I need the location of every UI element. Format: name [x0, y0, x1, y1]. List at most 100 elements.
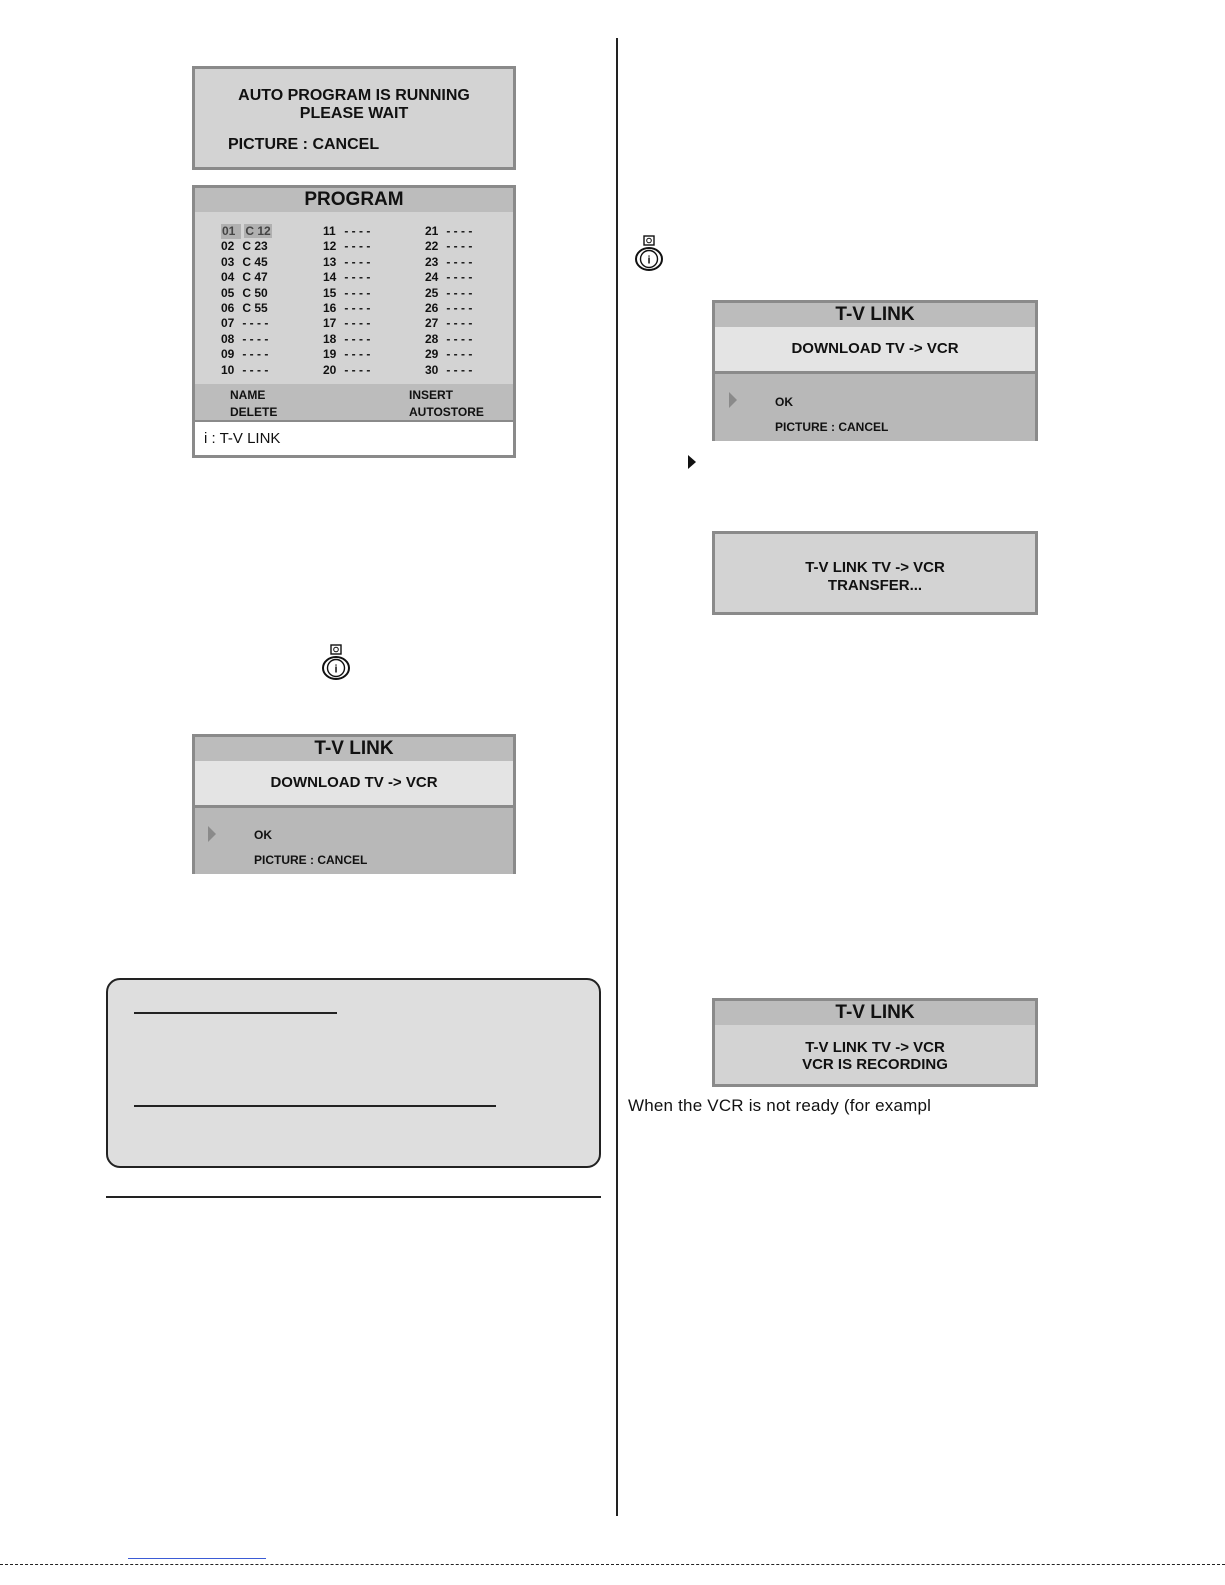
tvlink-title: T-V LINK: [195, 737, 513, 761]
ok-option[interactable]: OK: [254, 828, 272, 842]
program-row[interactable]: 16 - - - -: [323, 301, 433, 316]
cancel-option[interactable]: PICTURE : CANCEL: [775, 420, 889, 434]
program-row[interactable]: 30 - - - -: [425, 363, 535, 378]
program-channel: - - - -: [344, 362, 371, 377]
program-channel: - - - -: [242, 362, 269, 377]
program-number: 12: [323, 239, 337, 254]
program-row[interactable]: 07 - - - -: [221, 316, 331, 331]
program-channel: C 47: [242, 270, 268, 285]
program-number: 14: [323, 270, 337, 285]
program-channel: C 45: [242, 254, 268, 269]
program-number: 07: [221, 316, 235, 331]
program-channel: - - - -: [344, 316, 371, 331]
column-divider: [616, 38, 618, 1516]
program-row[interactable]: 23 - - - -: [425, 255, 535, 270]
recording-box: T-V LINK T-V LINK TV -> VCR VCR IS RECOR…: [712, 998, 1038, 1087]
program-number: 18: [323, 331, 337, 346]
program-number: 06: [221, 300, 235, 315]
footer-link-underline: [128, 1558, 266, 1559]
program-row[interactable]: 14 - - - -: [323, 270, 433, 285]
program-channel: C 23: [242, 239, 268, 254]
program-channel: - - - -: [446, 331, 473, 346]
program-row[interactable]: 19 - - - -: [323, 347, 433, 362]
program-row[interactable]: 01 C 12: [221, 224, 331, 240]
autostore-action[interactable]: AUTOSTORE: [409, 405, 484, 419]
info-button-icon: i: [322, 644, 350, 680]
tvlink-hint: i : T-V LINK: [204, 430, 281, 447]
program-channel: - - - -: [446, 239, 473, 254]
program-row[interactable]: 04 C 47: [221, 270, 331, 285]
program-row[interactable]: 11 - - - -: [323, 224, 433, 239]
recording-line2: VCR IS RECORDING: [802, 1056, 948, 1073]
program-row[interactable]: 18 - - - -: [323, 332, 433, 347]
section-divider: [106, 1196, 601, 1198]
program-row[interactable]: 27 - - - -: [425, 316, 535, 331]
program-number: 09: [221, 347, 235, 362]
transfer-box: T-V LINK TV -> VCR TRANSFER...: [712, 531, 1038, 615]
program-channel: - - - -: [344, 224, 371, 238]
auto-program-cancel-hint: PICTURE : CANCEL: [228, 136, 380, 153]
program-channel: - - - -: [344, 300, 371, 315]
program-number: 29: [425, 347, 439, 362]
note-box: [106, 978, 601, 1168]
auto-program-line1: AUTO PROGRAM IS RUNNING: [238, 87, 470, 104]
info-button-glyph: i: [647, 255, 650, 267]
program-number: 02: [221, 239, 235, 254]
recording-line1: T-V LINK TV -> VCR: [805, 1039, 945, 1056]
program-row[interactable]: 29 - - - -: [425, 347, 535, 362]
program-channel: C 12: [244, 224, 272, 238]
program-row[interactable]: 28 - - - -: [425, 332, 535, 347]
transfer-line2: TRANSFER...: [827, 577, 923, 594]
program-number: 17: [323, 316, 337, 331]
program-actions: NAME INSERT DELETE AUTOSTORE: [195, 384, 513, 422]
program-number: 24: [425, 270, 439, 285]
program-row[interactable]: 10 - - - -: [221, 363, 331, 378]
program-row[interactable]: 03 C 45: [221, 255, 331, 270]
program-row[interactable]: 12 - - - -: [323, 239, 433, 254]
program-row[interactable]: 17 - - - -: [323, 316, 433, 331]
program-number: 15: [323, 285, 337, 300]
name-action[interactable]: NAME: [230, 388, 266, 402]
program-channel: - - - -: [344, 254, 371, 269]
program-number: 21: [425, 224, 439, 238]
program-number: 11: [323, 224, 336, 238]
program-channel: - - - -: [446, 316, 473, 331]
program-number: 28: [425, 331, 439, 346]
program-number: 08: [221, 331, 235, 346]
program-row[interactable]: 02 C 23: [221, 239, 331, 254]
delete-action[interactable]: DELETE: [230, 405, 278, 419]
program-row[interactable]: 08 - - - -: [221, 332, 331, 347]
program-row[interactable]: 20 - - - -: [323, 363, 433, 378]
program-row[interactable]: 15 - - - -: [323, 286, 433, 301]
program-footer: i : T-V LINK: [195, 420, 513, 455]
cancel-option[interactable]: PICTURE : CANCEL: [254, 853, 368, 867]
program-row[interactable]: 09 - - - -: [221, 347, 331, 362]
program-row[interactable]: 26 - - - -: [425, 301, 535, 316]
program-number: 30: [425, 362, 439, 377]
transfer-line1: T-V LINK TV -> VCR: [805, 559, 945, 576]
program-channel: - - - -: [446, 254, 473, 269]
program-row[interactable]: 13 - - - -: [323, 255, 433, 270]
selection-triangle-icon: [208, 826, 216, 842]
program-row[interactable]: 05 C 50: [221, 286, 331, 301]
insert-action[interactable]: INSERT: [409, 388, 454, 402]
program-row[interactable]: 25 - - - -: [425, 286, 535, 301]
info-button-icon: i: [635, 235, 663, 271]
tvlink-options: OK PICTURE : CANCEL: [195, 808, 513, 874]
auto-program-box: AUTO PROGRAM IS RUNNING PLEASE WAIT PICT…: [192, 66, 516, 170]
program-number: 05: [221, 285, 235, 300]
program-row[interactable]: 22 - - - -: [425, 239, 535, 254]
body-text: When the VCR is not ready (for exampl: [628, 1096, 932, 1115]
tvlink-message: DOWNLOAD TV -> VCR: [195, 761, 513, 808]
program-number: 04: [221, 270, 235, 285]
program-row[interactable]: 06 C 55: [221, 301, 331, 316]
program-channel: - - - -: [446, 270, 473, 285]
program-row[interactable]: 24 - - - -: [425, 270, 535, 285]
program-number: 26: [425, 300, 439, 315]
ok-option[interactable]: OK: [775, 395, 793, 409]
program-channel: - - - -: [344, 347, 371, 362]
program-number: 20: [323, 362, 337, 377]
program-row[interactable]: 21 - - - -: [425, 224, 535, 239]
